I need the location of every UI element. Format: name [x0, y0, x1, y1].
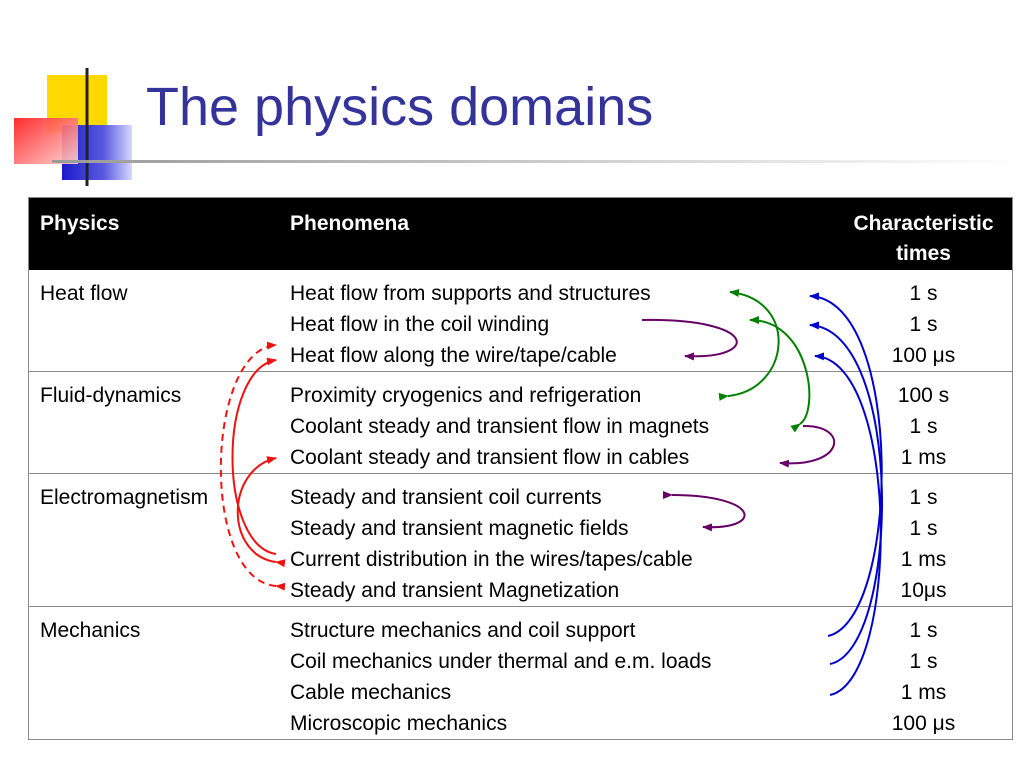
time-value: 1 s [909, 486, 938, 509]
phenomenon: Heat flow from supports and structures [290, 282, 651, 305]
times-cell: 1 s 1 s 1 ms 100 μs [835, 607, 1013, 740]
phenomenon: Coil mechanics under thermal and e.m. lo… [290, 650, 712, 673]
decorative-squares-logo [14, 68, 132, 186]
phenomenon: Coolant steady and transient flow in cab… [290, 446, 690, 469]
table-header-row: Physics Phenomena Characteristic times [28, 197, 1013, 270]
phenomenon: Coolant steady and transient flow in mag… [290, 415, 710, 438]
logo-red-square [14, 118, 78, 164]
phenomenon: Proximity cryogenics and refrigeration [290, 384, 642, 407]
time-value: 1 ms [900, 548, 947, 571]
physics-cell: Heat flow [40, 282, 128, 305]
time-value: 10μs [900, 579, 947, 602]
phenomenon: Steady and transient magnetic fields [290, 517, 629, 540]
time-value: 1 ms [900, 446, 947, 469]
physics-domains-table: Physics Phenomena Characteristic times H… [28, 197, 1013, 740]
table-row: Electromagnetism Steady and transient co… [28, 474, 1013, 607]
physics-cell: Electromagnetism [40, 486, 209, 509]
time-value: 100 s [897, 384, 950, 407]
phenomenon: Structure mechanics and coil support [290, 619, 636, 642]
phenomenon: Steady and transient coil currents [290, 486, 602, 509]
phenomena-cell: Steady and transient coil currents Stead… [280, 474, 835, 607]
time-value: 1 s [909, 313, 938, 336]
phenomena-cell: Proximity cryogenics and refrigeration C… [280, 372, 835, 474]
header-physics: Physics [28, 197, 280, 270]
time-value: 1 s [909, 650, 938, 673]
header-phenomena: Phenomena [280, 197, 835, 270]
physics-cell: Fluid-dynamics [40, 384, 182, 407]
time-value: 1 s [909, 619, 938, 642]
time-value: 100 μs [891, 712, 956, 735]
title-underline [52, 160, 1024, 163]
phenomenon: Steady and transient Magnetization [290, 579, 620, 602]
times-cell: 100 s 1 s 1 ms [835, 372, 1013, 474]
time-value: 100 μs [891, 344, 956, 367]
time-value: 1 s [909, 517, 938, 540]
phenomenon: Heat flow in the coil winding [290, 313, 550, 336]
table-row: Heat flow Heat flow from supports and st… [28, 270, 1013, 372]
time-value: 1 s [909, 415, 938, 438]
header-characteristic-times: Characteristic times [835, 197, 1013, 270]
time-value: 1 s [909, 282, 938, 305]
table-row: Fluid-dynamics Proximity cryogenics and … [28, 372, 1013, 474]
times-cell: 1 s 1 s 1 ms 10μs [835, 474, 1013, 607]
time-value: 1 ms [900, 681, 947, 704]
phenomenon: Heat flow along the wire/tape/cable [290, 344, 617, 367]
phenomena-cell: Heat flow from supports and structures H… [280, 270, 835, 372]
page-title: The physics domains [146, 77, 654, 137]
phenomena-cell: Structure mechanics and coil support Coi… [280, 607, 835, 740]
phenomenon: Microscopic mechanics [290, 712, 508, 735]
table-row: Mechanics Structure mechanics and coil s… [28, 607, 1013, 740]
phenomenon: Current distribution in the wires/tapes/… [290, 548, 693, 571]
phenomenon: Cable mechanics [290, 681, 452, 704]
physics-cell: Mechanics [40, 619, 141, 642]
times-cell: 1 s 1 s 100 μs [835, 270, 1013, 372]
